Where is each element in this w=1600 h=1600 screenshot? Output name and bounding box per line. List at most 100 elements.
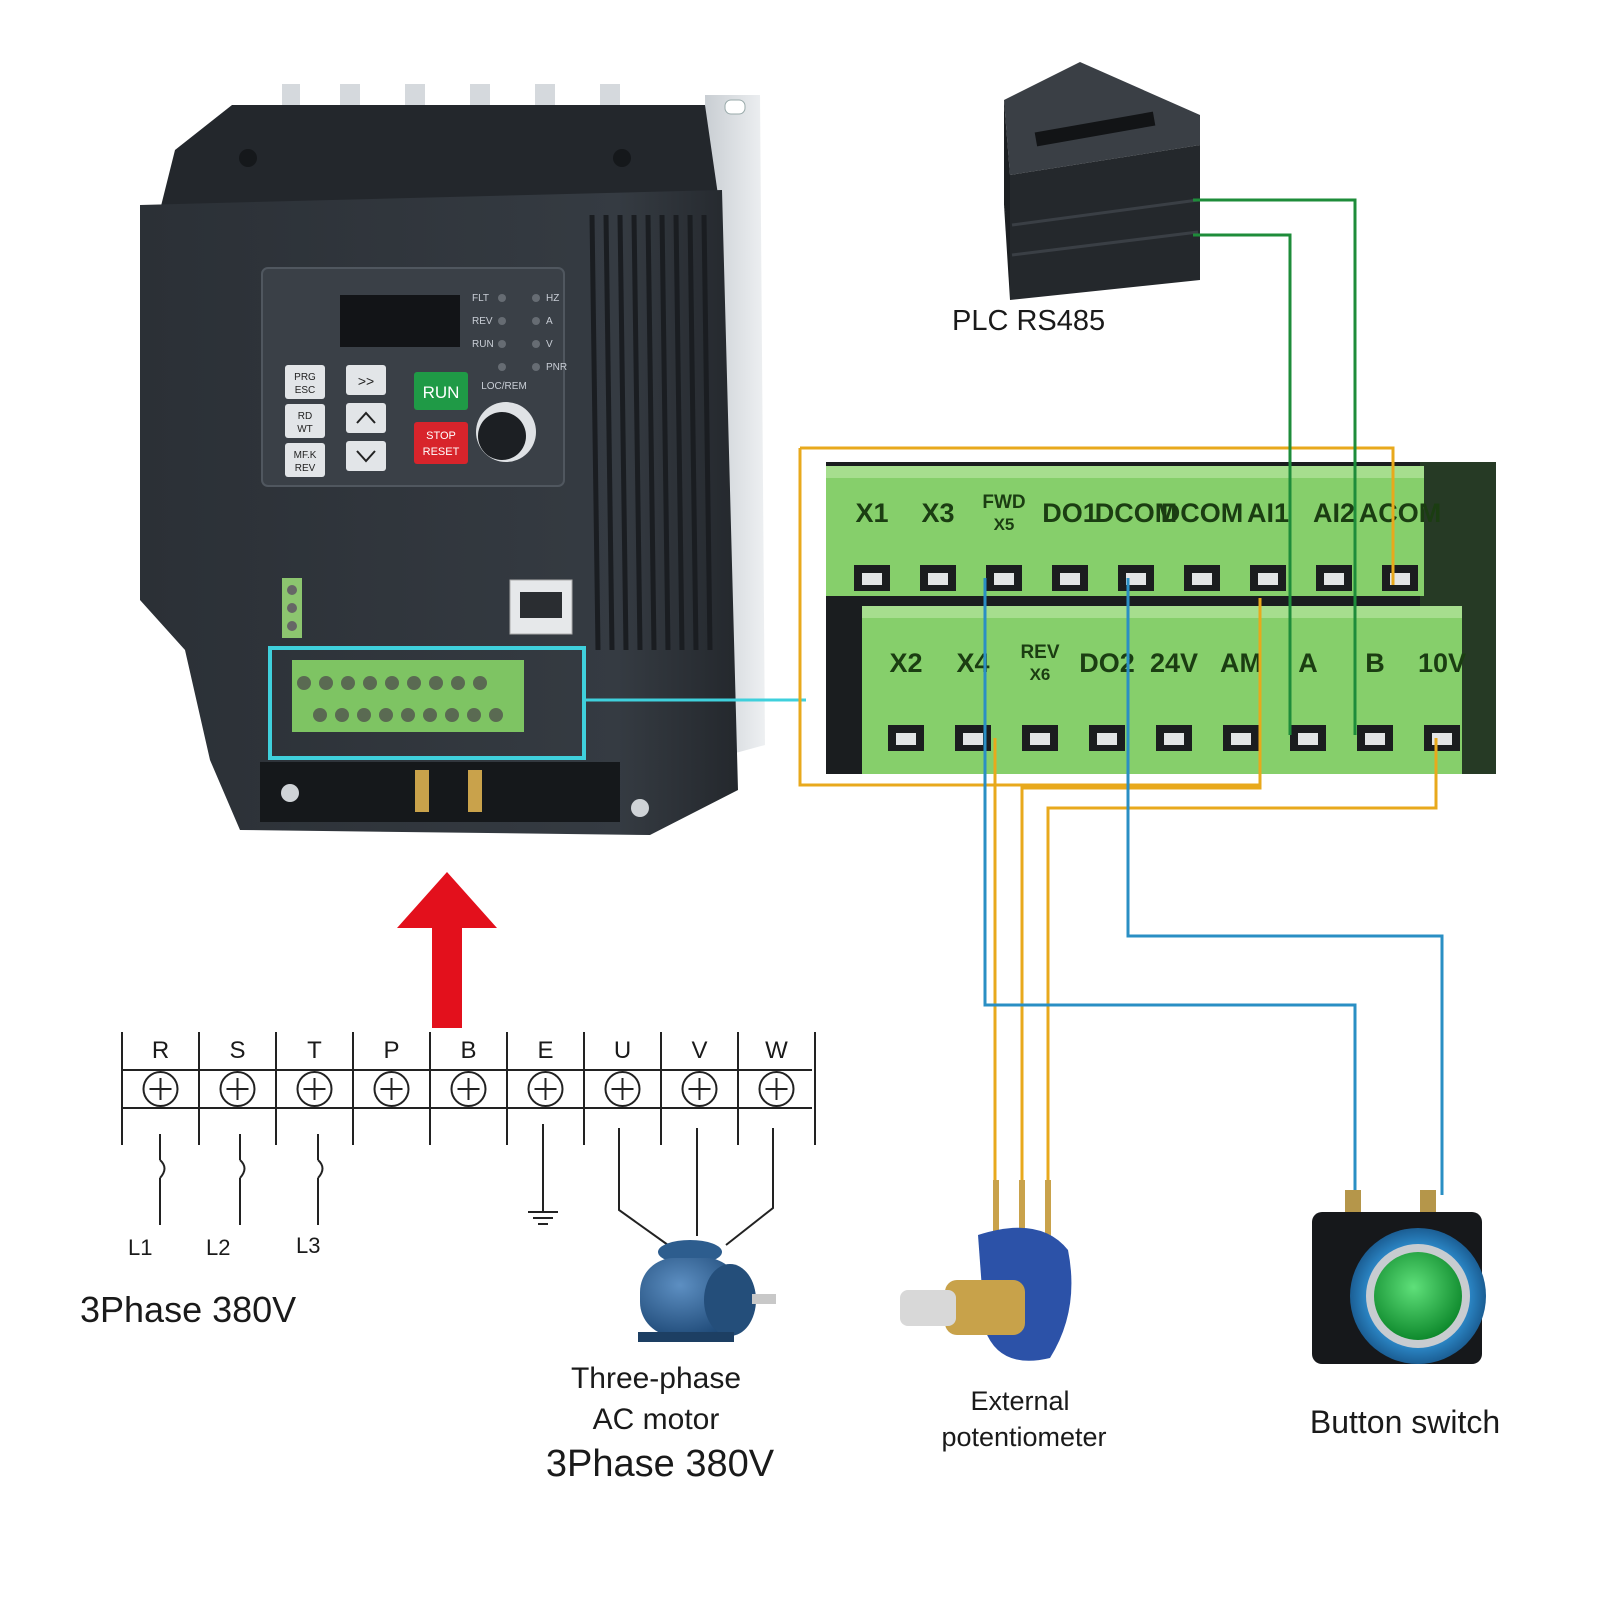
key-label: WT [297,424,313,435]
power-terminal-label: R [152,1037,169,1064]
terminal-screw-icon [758,1071,795,1107]
ground-icon [528,1124,558,1225]
terminal-screw-icon [373,1071,410,1107]
motor-wires [618,1128,774,1246]
terminal-label: ACOM [1359,498,1442,528]
top-terminal-slots [854,565,1418,591]
led-label: FLT [472,293,489,304]
led-label: V [546,339,553,350]
key-label: RESET [423,446,460,458]
power-terminal-label: U [614,1037,631,1064]
key-label: >> [358,373,374,389]
control-terminal-highlight [268,646,586,760]
loc-rem-label: LOC/REM [481,381,527,392]
speed-knob[interactable] [476,402,536,462]
key-label: RUN [423,383,460,402]
terminal-label: B [1365,648,1385,678]
switch-wire-fwd [983,578,1357,1195]
prg-esc-button[interactable]: PRG ESC [285,365,325,399]
motor-label-2: AC motor [593,1403,720,1436]
led-label: REV [472,316,493,327]
led-label: PNR [546,362,567,373]
pot-wire-10v [1046,738,1438,1180]
plc-module [1004,62,1200,300]
terminal-label: DCOM [1095,498,1178,528]
bottom-terminal-slots [888,725,1460,751]
terminal-label: X3 [921,498,954,528]
terminal-screw-icon [604,1071,641,1107]
terminal-screw-icon [296,1071,333,1107]
power-terminal-label: V [691,1037,707,1064]
vfd-vents [589,214,713,651]
led-indicators: FLT REV RUN HZ A V PNR [472,293,567,373]
led-label: A [546,316,553,327]
plc-wire-a [1193,233,1292,735]
key-label: MF.K [294,450,317,461]
power-terminal-label: E [537,1037,553,1064]
terminal-label: DCOM [1161,498,1244,528]
terminal-screw-icon [450,1071,487,1107]
supply-label: 3Phase 380V [80,1289,296,1330]
terminal-label: DO2 [1079,648,1135,678]
power-terminal-label: W [765,1037,788,1064]
keypad-keys: PRG ESC RD WT MF.K REV >> [285,365,536,477]
plc-wire-b [1193,198,1357,735]
power-terminal-label: P [383,1037,399,1064]
terminal-label: AI1 [1247,498,1289,528]
shift-button[interactable]: >> [346,365,386,395]
motor-icon [638,1240,776,1342]
terminal-label: DO1 [1042,498,1098,528]
pot-wire-ai1 [1020,598,1262,1180]
terminal-label: AI2 [1313,498,1355,528]
led-label: RUN [472,339,494,350]
key-label: ESC [295,385,316,396]
led-label: HZ [546,293,559,304]
rd-wt-button[interactable]: RD WT [285,404,325,438]
switch-wire-dcom [1126,578,1444,1195]
power-terminal-label: B [460,1037,476,1064]
motor-label-1: Three-phase [571,1362,741,1395]
line-label: L2 [206,1235,230,1260]
vfd-top-cover [160,105,718,210]
run-button[interactable]: RUN [414,372,468,410]
terminal-label: X6 [1030,665,1051,684]
down-button[interactable] [346,441,386,471]
power-terminal-pins [415,770,482,812]
terminal-label: A [1298,648,1318,678]
vfd-bottom-fins [260,762,620,822]
chevron-up-icon [356,411,376,424]
terminal-screw-icon [527,1071,564,1107]
mf-rev-button[interactable]: MF.K REV [285,443,325,477]
stop-reset-button[interactable]: STOP RESET [414,422,468,464]
key-label: PRG [294,372,316,383]
motor-supply-label: 3Phase 380V [546,1443,775,1485]
analog-wire [800,446,1395,585]
vfd-top-fins [282,84,620,110]
terminal-label: 24V [1150,648,1198,678]
key-label: RD [298,411,312,422]
chevron-down-icon [356,450,376,463]
line-label: L1 [128,1235,152,1260]
terminal-label: X2 [889,648,922,678]
up-button[interactable] [346,403,386,433]
button-switch-icon [1312,1190,1486,1364]
key-label: STOP [426,430,456,442]
terminal-screw-icon [219,1071,256,1107]
plc-label: PLC RS485 [952,305,1105,337]
vfd-drive: FLT REV RUN HZ A V PNR PRG ESC [140,84,765,835]
up-arrow-icon [397,872,497,1028]
potentiometer-icon [900,1180,1072,1361]
lcd-display [340,295,460,347]
terminal-label: AM [1220,648,1262,678]
terminal-label: X5 [994,515,1015,534]
line-label: L3 [296,1233,320,1258]
terminal-screws [297,676,503,722]
terminal-label: FWD [982,492,1025,513]
terminal-screw-icon [681,1071,718,1107]
terminal-label: 10V [1418,648,1466,678]
terminal-label: REV [1020,642,1059,663]
